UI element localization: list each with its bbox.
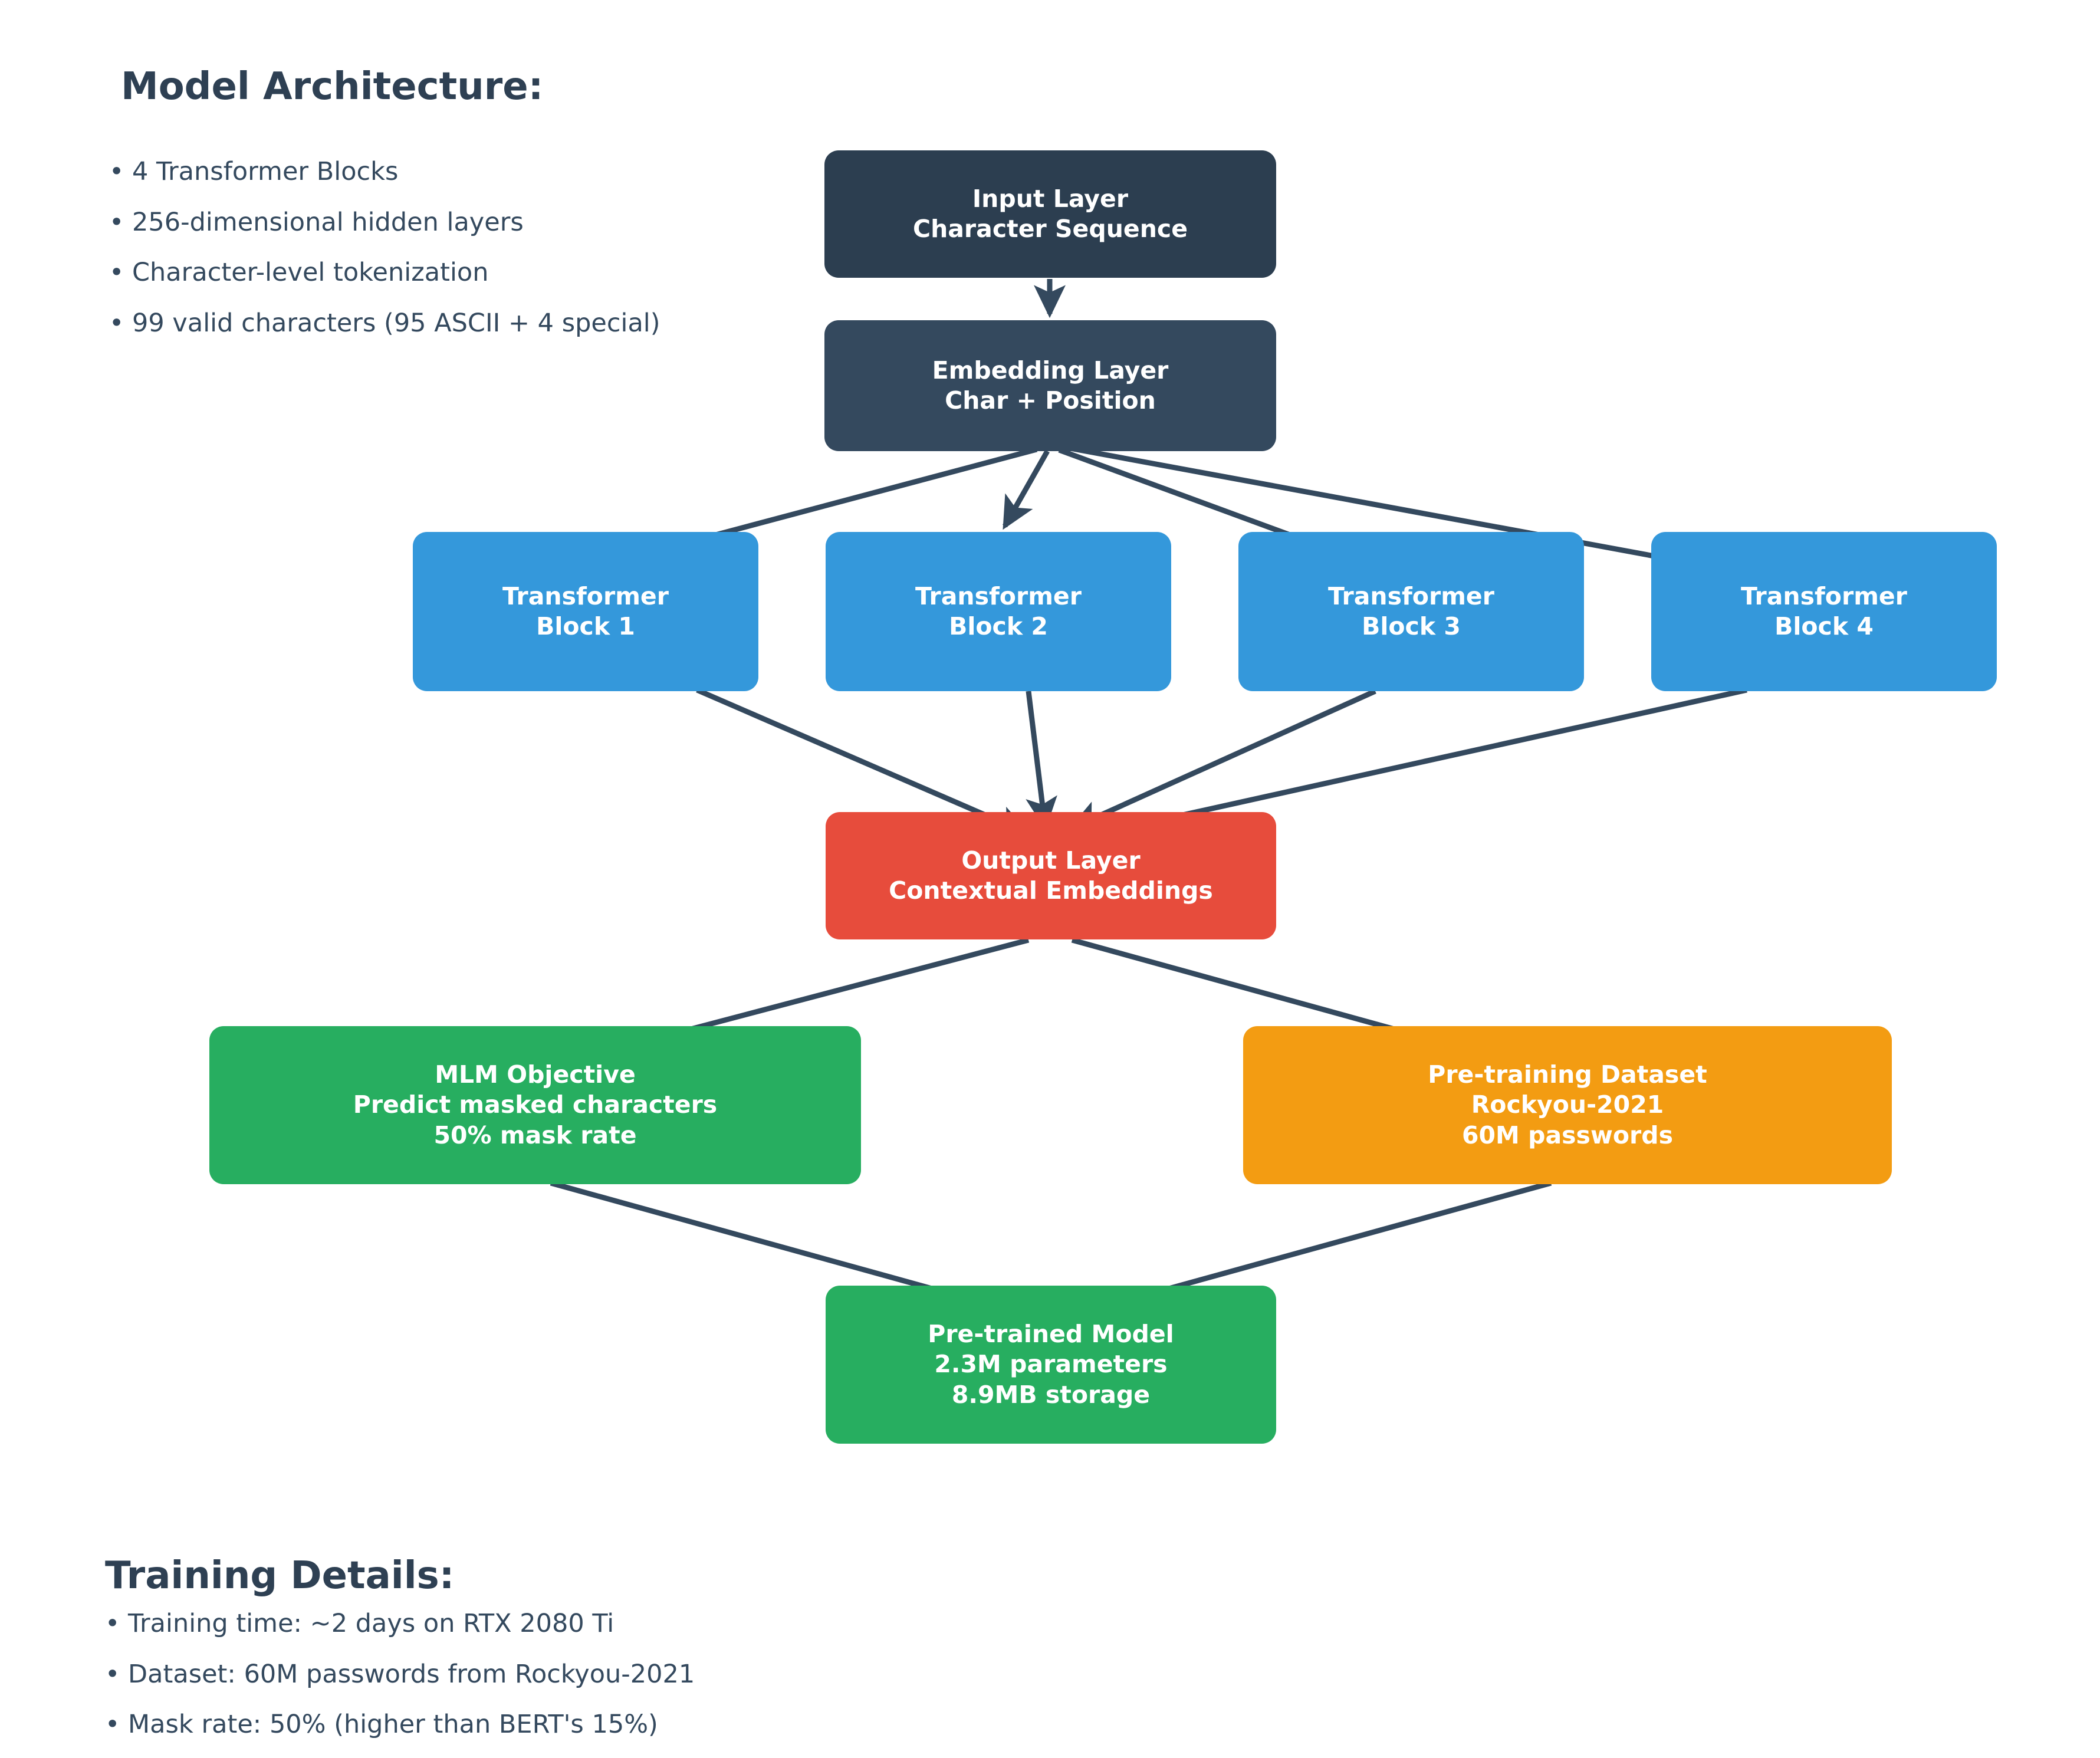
architecture-bullet-2: • 256-dimensional hidden layers: [109, 207, 524, 237]
architecture-bullet-3: • Character-level tokenization: [109, 258, 489, 288]
node-pretrained-model-line1: Pre-trained Model: [928, 1320, 1174, 1349]
training-section-title: Training Details:: [105, 1554, 455, 1598]
architecture-bullet-1: • 4 Transformer Blocks: [109, 157, 399, 186]
arrow-block1-to-output: [696, 687, 1030, 836]
training-bullet-3: • Mask rate: 50% (higher than BERT's 15%…: [105, 1710, 658, 1740]
node-output-layer: Output Layer Contextual Embeddings: [826, 812, 1276, 939]
architecture-bullet-4: • 99 valid characters (95 ASCII + 4 spec…: [109, 308, 660, 338]
node-embedding-layer: Embedding Layer Char + Position: [824, 320, 1276, 451]
node-pretrained-model-line2: 2.3M parameters: [934, 1350, 1168, 1379]
node-pretrained-model: Pre-trained Model 2.3M parameters 8.9MB …: [826, 1286, 1276, 1444]
node-transformer-block-3-line1: Transformer: [1328, 581, 1494, 610]
node-output-layer-line1: Output Layer: [961, 846, 1141, 875]
node-transformer-block-3-line2: Block 3: [1362, 612, 1461, 640]
node-input-layer-line2: Character Sequence: [912, 215, 1188, 243]
arrow-block2-to-output: [1026, 691, 1057, 830]
node-output-layer-line2: Contextual Embeddings: [889, 876, 1213, 905]
arrow-block3-to-output: [1068, 688, 1376, 831]
node-pretrained-model-line3: 8.9MB storage: [951, 1380, 1151, 1409]
node-pretraining-dataset-line3: 60M passwords: [1462, 1120, 1673, 1149]
architecture-bullet-list: • 4 Transformer Blocks • 256-dimensional…: [109, 157, 660, 359]
arrow-embedding-to-block2: [1003, 449, 1050, 530]
training-bullet-1: • Training time: ~2 days on RTX 2080 Ti: [105, 1609, 614, 1638]
node-transformer-block-4: Transformer Block 4: [1651, 532, 1997, 691]
node-transformer-block-1: Transformer Block 1: [413, 532, 758, 691]
node-transformer-block-4-line2: Block 4: [1774, 612, 1874, 640]
node-transformer-block-2: Transformer Block 2: [826, 532, 1171, 691]
node-mlm-objective-line3: 50% mask rate: [433, 1120, 637, 1149]
node-transformer-block-4-line1: Transformer: [1741, 581, 1907, 610]
node-embedding-layer-line1: Embedding Layer: [932, 356, 1169, 385]
node-mlm-objective-line2: Predict masked characters: [353, 1090, 718, 1119]
node-embedding-layer-line2: Char + Position: [945, 386, 1156, 415]
node-input-layer: Input Layer Character Sequence: [824, 150, 1276, 278]
node-mlm-objective: MLM Objective Predict masked characters …: [209, 1026, 861, 1184]
node-pretraining-dataset-line2: Rockyou-2021: [1471, 1090, 1664, 1119]
node-input-layer-line1: Input Layer: [972, 184, 1129, 213]
node-pretraining-dataset: Pre-training Dataset Rockyou-2021 60M pa…: [1243, 1026, 1892, 1184]
training-bullet-2: • Dataset: 60M passwords from Rockyou-20…: [105, 1659, 695, 1689]
node-transformer-block-2-line1: Transformer: [915, 581, 1082, 610]
node-transformer-block-1-line1: Transformer: [502, 581, 669, 610]
training-bullet-list: • Training time: ~2 days on RTX 2080 Ti …: [105, 1609, 695, 1758]
node-transformer-block-2-line2: Block 2: [949, 612, 1048, 640]
node-transformer-block-3: Transformer Block 3: [1238, 532, 1584, 691]
node-mlm-objective-line1: MLM Objective: [435, 1060, 636, 1089]
node-pretraining-dataset-line1: Pre-training Dataset: [1428, 1060, 1707, 1089]
node-transformer-block-1-line2: Block 1: [536, 612, 635, 640]
architecture-section-title: Model Architecture:: [121, 65, 544, 109]
